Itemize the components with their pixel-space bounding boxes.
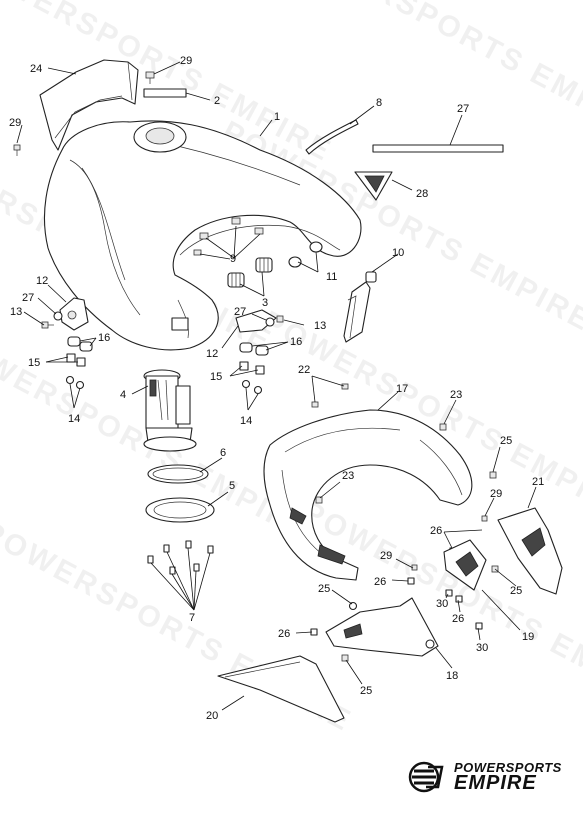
callout-12: 12 [36, 275, 48, 287]
callout-12: 12 [206, 348, 218, 360]
part-16-spacers-right [239, 342, 269, 356]
callout-labels: 24 29 2 29 1 8 27 28 9 10 11 3 12 27 13 … [9, 55, 544, 722]
part-3-rubber-mounts [227, 257, 273, 288]
part-30-nut-a [445, 589, 453, 597]
callout-25: 25 [500, 435, 512, 447]
callout-29: 29 [9, 117, 21, 129]
part-9-clips [193, 217, 264, 256]
callout-25: 25 [360, 685, 372, 697]
callout-27: 27 [22, 292, 34, 304]
part-8-hose [305, 119, 359, 155]
callout-19: 19 [522, 631, 534, 643]
part-29-screw [145, 71, 155, 84]
callout-23: 23 [450, 389, 462, 401]
callout-22: 22 [298, 364, 310, 376]
part-15-nuts-right [239, 361, 265, 375]
callout-14: 14 [240, 415, 252, 427]
part-18-lower-bracket [325, 597, 439, 657]
part-25-screw-d [341, 654, 349, 662]
callout-1: 1 [274, 111, 280, 123]
part-27-strip [372, 144, 504, 153]
brand-name-bottom: EMPIRE [454, 772, 537, 794]
callout-26: 26 [430, 525, 442, 537]
part-30-nut-b [475, 622, 483, 630]
callout-18: 18 [446, 670, 458, 682]
part-13-bolt-left [41, 321, 54, 329]
callout-13: 13 [314, 320, 326, 332]
callout-15: 15 [28, 357, 40, 369]
part-1-fuel-tank [43, 120, 362, 351]
part-29-clip-a [481, 515, 488, 522]
part-4-fuel-pump [143, 369, 197, 452]
callout-30: 30 [476, 642, 488, 654]
callout-2: 2 [214, 95, 220, 107]
callout-27: 27 [234, 306, 246, 318]
callout-23: 23 [342, 470, 354, 482]
callout-26: 26 [278, 628, 290, 640]
part-5-retaining-ring [145, 497, 215, 523]
part-25-screw-a [489, 471, 497, 479]
callout-21: 21 [532, 476, 544, 488]
part-23-screw-b [315, 496, 323, 504]
part-29-screw-left [13, 144, 21, 156]
callout-25: 25 [510, 585, 522, 597]
callout-10: 10 [392, 247, 404, 259]
leader-lines [16, 61, 537, 711]
callout-20: 20 [206, 710, 218, 722]
brand-logo: POWERSPORTS EMPIRE [408, 757, 568, 797]
part-21-side-panel [497, 507, 563, 595]
callout-14: 14 [68, 413, 80, 425]
callout-16: 16 [98, 332, 110, 344]
callout-7: 7 [189, 612, 195, 624]
callout-29: 29 [180, 55, 192, 67]
part-23-screw-a [439, 423, 447, 431]
part-15-nuts-left [66, 353, 86, 367]
part-17-rear-cover [263, 409, 473, 581]
part-20-bottom-cover [217, 655, 345, 723]
part-13-bolt-right [276, 315, 284, 323]
part-7-bolts [147, 540, 214, 575]
callout-29: 29 [490, 488, 502, 500]
part-16-spacers-left [67, 336, 93, 352]
callout-13: 13 [10, 306, 22, 318]
part-27-washer-right [265, 317, 275, 327]
callout-26: 26 [374, 576, 386, 588]
callout-9: 9 [230, 253, 236, 265]
callout-28: 28 [416, 188, 428, 200]
callout-16: 16 [290, 336, 302, 348]
powersports-empire-logo-icon [408, 761, 444, 793]
callout-24: 24 [30, 63, 42, 75]
callout-17: 17 [396, 383, 408, 395]
part-12-bracket-left [59, 297, 89, 331]
callout-26: 26 [452, 613, 464, 625]
part-2-rubber-strip [143, 88, 187, 98]
part-24-tank-cover [39, 59, 139, 151]
part-19-bracket [443, 539, 487, 591]
callout-29: 29 [380, 550, 392, 562]
callout-3: 3 [262, 297, 268, 309]
callout-25: 25 [318, 583, 330, 595]
part-22-screws [311, 383, 349, 408]
callout-6: 6 [220, 447, 226, 459]
callout-4: 4 [120, 389, 126, 401]
part-25-washer [348, 601, 358, 611]
callout-5: 5 [229, 480, 235, 492]
callout-27: 27 [457, 103, 469, 115]
callout-11: 11 [326, 271, 337, 283]
callout-30: 30 [436, 598, 448, 610]
callout-8: 8 [376, 97, 382, 109]
brand-name-top: POWERSPORTS [454, 760, 562, 775]
part-14-screws-right [241, 379, 263, 395]
callout-15: 15 [210, 371, 222, 383]
part-28-badge [354, 171, 393, 201]
part-14-screws-left [65, 375, 85, 390]
part-10-sender [343, 271, 377, 343]
